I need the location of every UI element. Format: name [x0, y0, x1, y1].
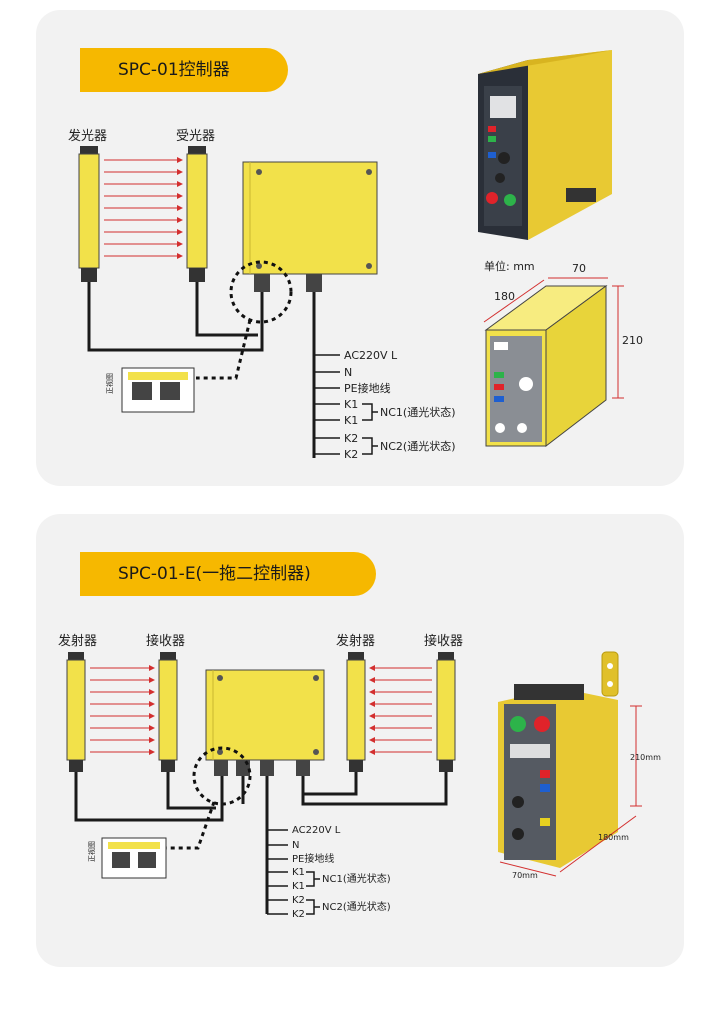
dims-depth: 180 [494, 290, 515, 303]
wire-label-k1a: K1 [344, 398, 358, 411]
detail-pointer-2 [166, 801, 216, 850]
dims-height: 210 [622, 334, 643, 347]
nc1-label-2: NC1(通光状态) [322, 872, 391, 885]
connector-label-2: 正视图 [87, 841, 96, 862]
emitter-bar-right [346, 652, 366, 772]
light-beams-left [90, 665, 155, 755]
receiver-bar-right [436, 652, 456, 772]
section-spc01-title: SPC-01控制器 [80, 48, 288, 92]
receiver-bar [186, 146, 208, 300]
emitter-label: 发光器 [68, 128, 107, 144]
wire-label-k1b: K1 [344, 414, 358, 427]
controller-photo-2: 210mm 180mm 70mm [498, 651, 661, 880]
receiver-bar-left [158, 652, 178, 772]
wire2-label-k1b: K1 [292, 881, 305, 892]
wire2-label-l: AC220V L [292, 825, 341, 836]
nc1-label: NC1(通光状态) [380, 405, 456, 419]
dimension-drawing: 单位: mm 70 180 210 [483, 259, 643, 448]
wire2-label-k2a: K2 [292, 895, 305, 906]
wire2-label-k2b: K2 [292, 909, 305, 920]
emitter-label-left: 发射器 [58, 633, 97, 649]
connector-label: 正视图 [105, 373, 114, 394]
wire-terminals [314, 354, 378, 455]
dims-unit: 单位: mm [484, 259, 535, 273]
emitter-bar [78, 146, 100, 300]
receiver-label-left: 接收器 [146, 633, 185, 649]
dims2-height: 210mm [630, 753, 661, 762]
wire-label-k2b: K2 [344, 448, 358, 461]
nc2-label: NC2(通光状态) [380, 439, 456, 453]
dims-width: 70 [572, 262, 586, 275]
dims2-width: 70mm [512, 871, 538, 880]
receiver-label-right: 接收器 [424, 633, 463, 649]
receiver-label: 受光器 [176, 129, 215, 144]
detail-pointer [196, 319, 252, 380]
light-beams [104, 157, 183, 259]
controller-box-2 [205, 669, 325, 776]
wire-label-k2a: K2 [344, 432, 358, 445]
wire2-label-k1a: K1 [292, 867, 305, 878]
emitter-label-right: 发射器 [336, 633, 375, 649]
emitter-bar-left [66, 652, 86, 772]
wiring [87, 292, 316, 458]
highlight-circle [229, 260, 293, 324]
controller-photo [478, 50, 612, 240]
wire-label-l: AC220V L [344, 349, 398, 362]
wire2-label-pe: PE接地线 [292, 852, 334, 865]
wire-label-pe: PE接地线 [344, 381, 391, 395]
wire2-label-n: N [292, 840, 299, 851]
section-spc01e-title: SPC-01-E(一拖二控制器) [80, 552, 376, 596]
section2-diagram: 发射器 接收器 发射器 接收器 [58, 633, 661, 920]
nc2-label-2: NC2(通光状态) [322, 900, 391, 913]
connector-detail: 正视图 [105, 367, 195, 413]
light-beams-right [369, 665, 432, 755]
connector-detail-2: 正视图 [87, 837, 167, 879]
wire-terminals-2 [267, 829, 320, 915]
dims2-depth: 180mm [598, 833, 629, 842]
section1-diagram: 发光器 受光器 [68, 50, 643, 461]
controller-box [242, 161, 378, 292]
wire-label-n: N [344, 366, 352, 379]
